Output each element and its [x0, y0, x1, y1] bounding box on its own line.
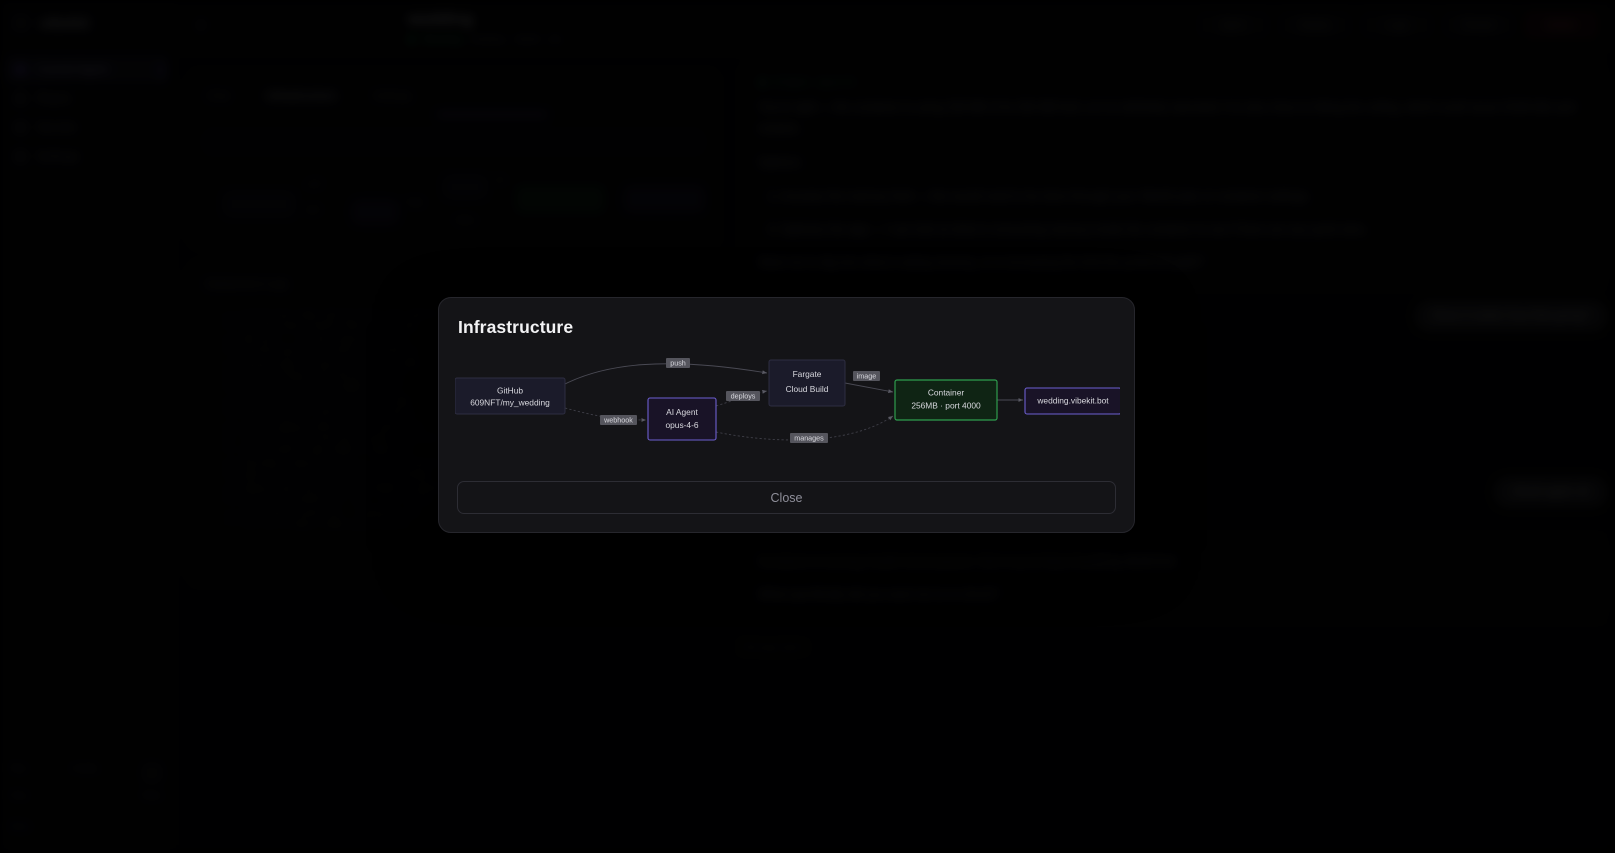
node-github-line2: 609NFT/my_wedding: [470, 398, 550, 408]
close-button[interactable]: Close: [457, 481, 1116, 514]
edge-label-deploys-text: deploys: [731, 391, 756, 400]
infrastructure-diagram[interactable]: GitHub 609NFT/my_wedding AI Agent opus-4…: [455, 350, 1120, 470]
diagram-svg: GitHub 609NFT/my_wedding AI Agent opus-4…: [455, 358, 1120, 443]
node-github[interactable]: GitHub 609NFT/my_wedding: [455, 377, 566, 415]
node-site-label: wedding.vibekit.bot: [1036, 396, 1109, 406]
node-site[interactable]: wedding.vibekit.bot: [1024, 387, 1120, 415]
edge-label-push-text: push: [670, 358, 686, 367]
node-site-rect: [1024, 387, 1120, 415]
edge-github-to-build: [564, 363, 768, 385]
node-ai-agent-line1: AI Agent: [666, 407, 698, 417]
edge-label-manages-text: manages: [794, 433, 824, 442]
node-ai-agent-rect: [647, 397, 717, 441]
node-github-line1: GitHub: [497, 386, 523, 396]
infrastructure-modal: Infrastructure Gi: [438, 297, 1135, 533]
node-container[interactable]: Container 256MB · port 4000: [894, 379, 998, 421]
node-ai-agent[interactable]: AI Agent opus-4-6: [647, 397, 717, 441]
node-container-line1: Container: [928, 388, 965, 398]
node-fargate-cloud-build[interactable]: Fargate Cloud Build: [768, 359, 846, 407]
node-fargate-line1: Fargate: [793, 369, 822, 379]
edge-label-webhook: webhook: [600, 415, 637, 425]
edge-label-webhook-text: webhook: [603, 415, 633, 424]
node-fargate-rect: [768, 359, 846, 407]
modal-title: Infrastructure: [458, 317, 574, 337]
node-github-rect: [455, 377, 566, 415]
edge-label-image: image: [853, 371, 880, 381]
edge-label-image-text: image: [857, 371, 877, 380]
edge-agent-to-container: [715, 415, 894, 441]
edge-build-to-container: [844, 382, 894, 394]
edge-label-push: push: [666, 358, 690, 368]
node-container-rect: [894, 379, 998, 421]
edge-label-deploys: deploys: [726, 391, 760, 401]
node-fargate-line2: Cloud Build: [786, 384, 829, 394]
node-ai-agent-line2: opus-4-6: [665, 420, 698, 430]
edge-label-manages: manages: [790, 433, 828, 443]
node-container-line2: 256MB · port 4000: [911, 401, 981, 411]
